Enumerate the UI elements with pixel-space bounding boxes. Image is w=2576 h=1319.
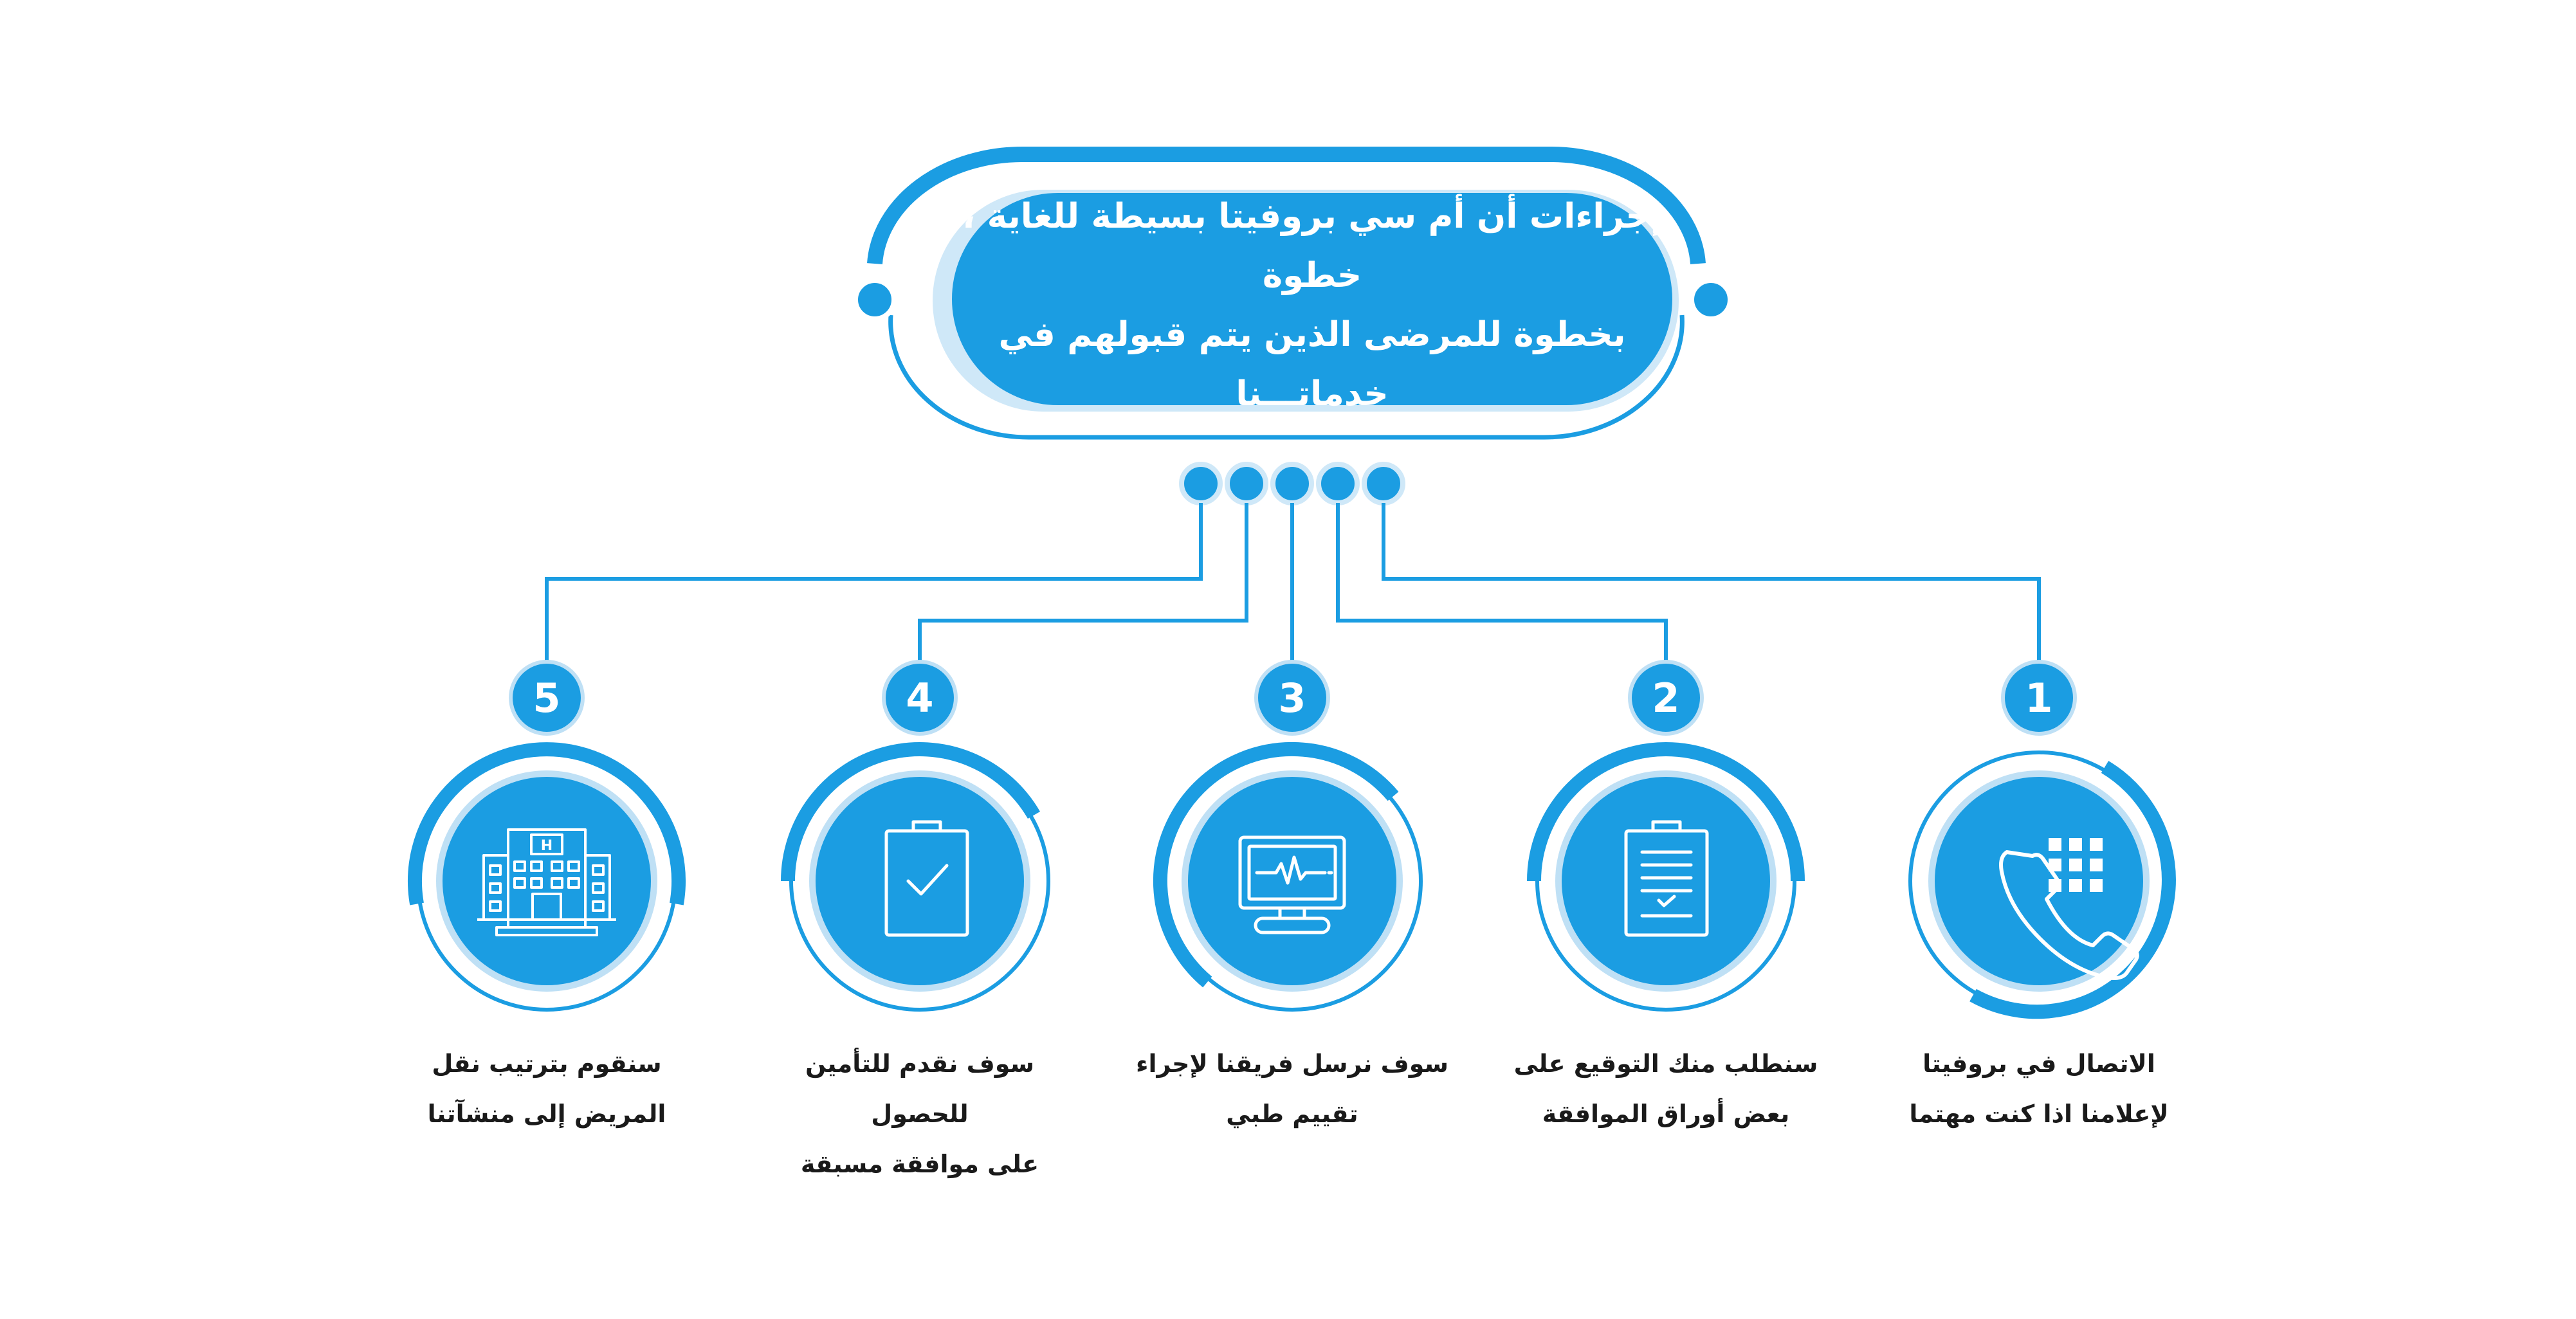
- step-1-number: 1: [2025, 674, 2053, 722]
- step-3: [1153, 660, 1423, 1012]
- step-2-label-line-1: سنطلب منك التوقيع على: [1513, 1050, 1818, 1078]
- header-pill: [952, 193, 1672, 405]
- connector-dot-5: [1179, 462, 1223, 505]
- connector-dot-4: [1225, 462, 1268, 505]
- header-outer-arc-top: [867, 146, 1706, 265]
- hospital-building-icon: H: [477, 828, 616, 936]
- phone-keypad-icon: [1999, 838, 2139, 980]
- step-3-accent-arc: [1153, 741, 1399, 988]
- step-4-label-line-2: على موافقة مسبقة: [800, 1150, 1039, 1178]
- step-3-label-line-2: تقييم طبي: [1226, 1100, 1358, 1128]
- steps-layer: [408, 660, 2176, 1019]
- step-5-label: سنقوم بترتيب نقل المريض إلى منشآتنا: [379, 1039, 714, 1139]
- header-left-dot: [853, 278, 897, 322]
- clipboard-check-icon: [884, 820, 969, 937]
- step-3-label-line-1: سوف نرسل فريقنا لإجراء: [1136, 1050, 1448, 1078]
- step-2-badge: [1628, 660, 1704, 736]
- step-3-number: 3: [1278, 674, 1306, 722]
- step-4: [781, 660, 1050, 1012]
- header-outer-arc-bottom: [888, 314, 1685, 440]
- step-5-label-line-2: المريض إلى منشآتنا: [427, 1100, 666, 1128]
- step-3-badge: [1254, 660, 1330, 736]
- step-1-label: الاتصال في بروفيتا لإعلامنا اذا كنت مهتم…: [1872, 1039, 2206, 1139]
- step-4-label-line-1: سوف نقدم للتأمين للحصول: [805, 1050, 1034, 1128]
- step-3-label: سوف نرسل فريقنا لإجراء تقييم طبي: [1125, 1039, 1459, 1139]
- step-4-number: 4: [906, 674, 934, 722]
- step-5-label-line-1: سنقوم بترتيب نقل: [432, 1050, 662, 1078]
- heart-monitor-icon: [1238, 835, 1346, 934]
- step-2-number: 2: [1652, 674, 1680, 722]
- header-right-dot: [1689, 278, 1733, 322]
- step-1-label-line-1: الاتصال في بروفيتا: [1923, 1050, 2155, 1078]
- document-clipboard-icon: [1624, 820, 1709, 937]
- step-5-accent-arc: [408, 742, 686, 905]
- step-1: [1908, 660, 2176, 1019]
- step-2-disc: [1562, 777, 1770, 985]
- step-4-accent-arc: [781, 742, 1041, 882]
- step-4-badge: [882, 660, 958, 736]
- step-2-accent-arc: [1527, 742, 1805, 882]
- step-5-number: 5: [533, 674, 561, 722]
- step-2: [1527, 660, 1805, 1012]
- header-title-line-2: بخطوة للمرضى الذين يتم قبولهم في خدماتــ…: [998, 315, 1626, 414]
- connector-line-2: [1336, 503, 1668, 662]
- step-1-accent-arc: [1969, 761, 2176, 1019]
- connector-lines: [545, 503, 2041, 662]
- step-5-badge: [509, 660, 585, 736]
- header-capsule: [853, 146, 1733, 440]
- connector-dot-3: [1270, 462, 1314, 505]
- connector-line-5: [545, 503, 1203, 662]
- step-1-disc: [1935, 777, 2143, 985]
- step-1-badge: [2001, 660, 2077, 736]
- connector-dot-2: [1316, 462, 1360, 505]
- svg-text:H: H: [541, 838, 553, 854]
- step-3-disc: [1188, 777, 1396, 985]
- step-4-disc: [816, 777, 1024, 985]
- step-5-disc: [443, 777, 651, 985]
- connector-dot-1: [1362, 462, 1405, 505]
- connector-line-1: [1382, 503, 2041, 662]
- step-1-label-line-2: لإعلامنا اذا كنت مهتما: [1909, 1100, 2169, 1128]
- step-5: [408, 660, 686, 1012]
- header-title-line-1: إجراءات أن أم سي بروفيتا بسيطة للغاية ، …: [962, 197, 1662, 295]
- header-title: إجراءات أن أم سي بروفيتا بسيطة للغاية ، …: [952, 197, 1672, 414]
- connector-dots: [1179, 462, 1405, 505]
- step-2-label-line-2: بعض أوراق الموافقة: [1542, 1100, 1790, 1128]
- connector-line-4: [918, 503, 1248, 662]
- step-4-label: سوف نقدم للتأمين للحصول على موافقة مسبقة: [753, 1039, 1087, 1189]
- step-2-label: سنطلب منك التوقيع على بعض أوراق الموافقة: [1499, 1039, 1833, 1139]
